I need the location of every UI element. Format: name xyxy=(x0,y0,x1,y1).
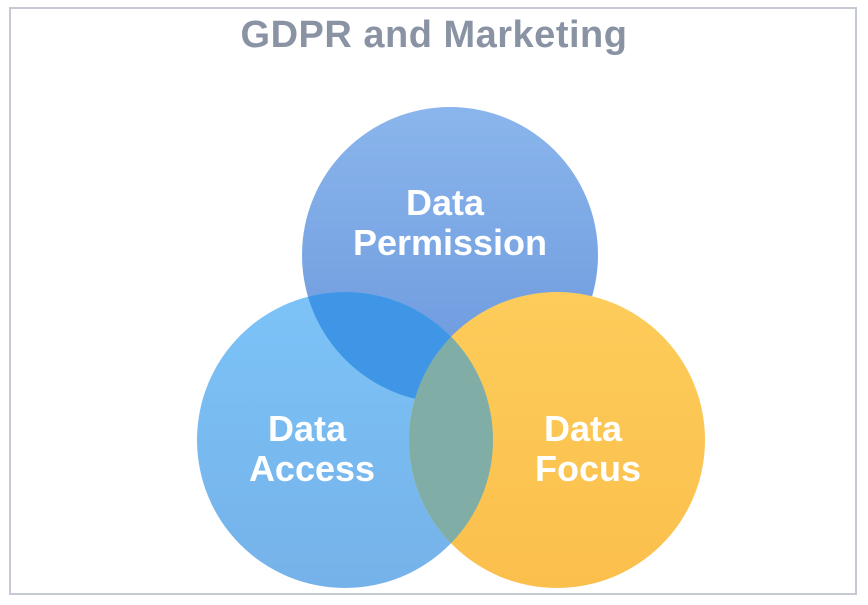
diagram-title: GDPR and Marketing xyxy=(240,14,628,56)
access-label-line-2: Access xyxy=(249,448,375,489)
focus-label: Data Focus xyxy=(535,408,641,489)
permission-label: Data Permission xyxy=(353,182,547,263)
permission-label-line-2: Permission xyxy=(353,222,547,263)
focus-label-line-2: Focus xyxy=(535,448,641,489)
permission-label-line-1: Data xyxy=(406,182,485,223)
focus-label-line-1: Data xyxy=(544,408,623,449)
access-label-line-1: Data xyxy=(268,408,347,449)
access-label: Data Access xyxy=(249,408,375,489)
circle-data-focus xyxy=(409,292,705,588)
overlap-permission-access xyxy=(302,292,493,403)
